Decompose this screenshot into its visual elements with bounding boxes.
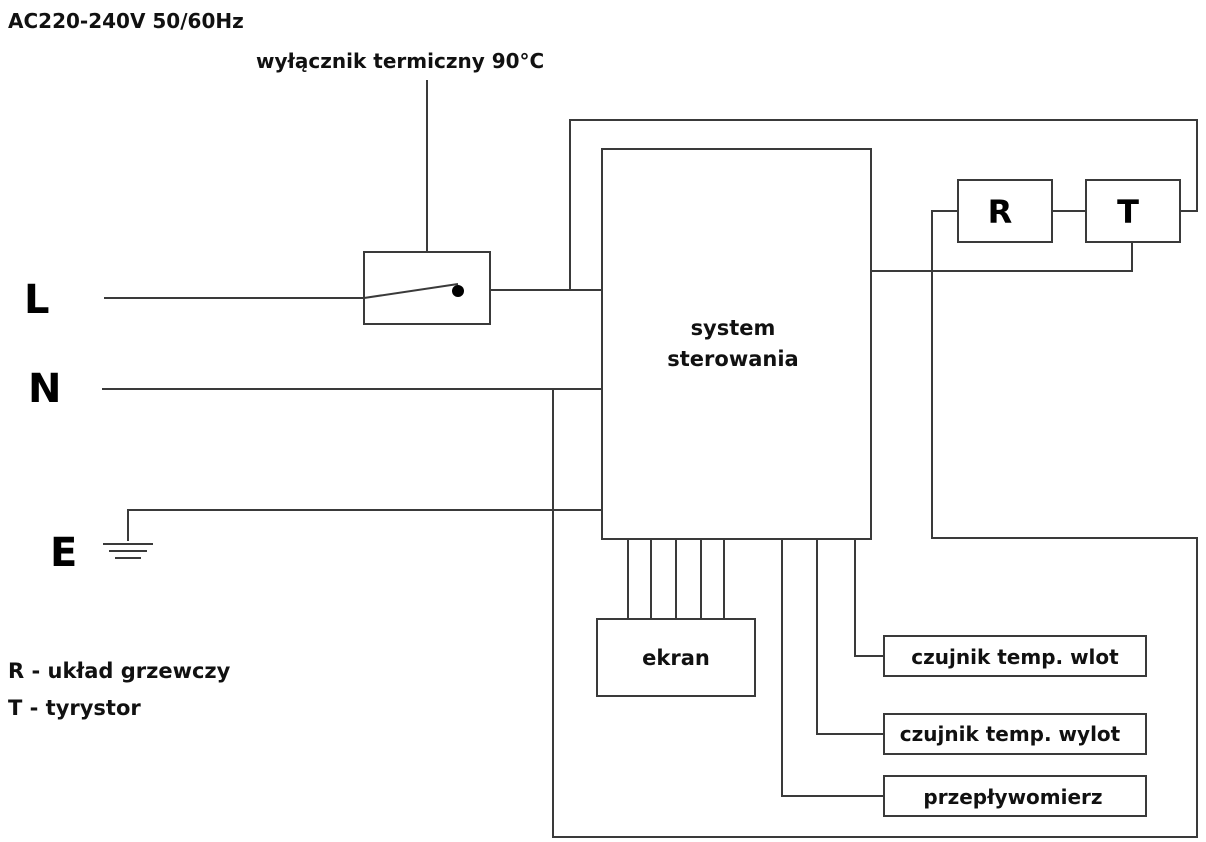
- switch-contact: [363, 283, 459, 299]
- top-loop-wire: [569, 119, 1198, 290]
- supply-label: AC220-240V 50/60Hz: [8, 9, 244, 33]
- display-box: [596, 618, 756, 697]
- legend-thyristor: T - tyrystor: [8, 696, 141, 720]
- ground-icon: [103, 543, 153, 559]
- thermal-switch-label: wyłącznik termiczny 90°C: [256, 49, 544, 73]
- display-bus-wires: [627, 539, 725, 619]
- inlet-sensor-box: [883, 635, 1147, 677]
- controller-label-line2: sterowania: [667, 347, 798, 371]
- outlet-sensor-label: czujnik temp. wylot: [900, 722, 1121, 746]
- controller-box: [601, 148, 872, 540]
- heater-label: R: [988, 193, 1013, 231]
- outlet-sensor-wire: [816, 539, 884, 735]
- flow-sensor-label: przepływomierz: [923, 785, 1102, 809]
- switch-contact-dot: [452, 285, 464, 297]
- bottom-loop-wire: [552, 210, 1198, 838]
- controller-to-thyristor-wire: [871, 242, 1133, 272]
- thyristor-box: [1085, 179, 1181, 243]
- terminal-l-label: L: [24, 277, 50, 323]
- thyristor-label: T: [1117, 193, 1139, 231]
- controller-label-line1: system: [691, 316, 776, 340]
- display-label: ekran: [642, 646, 710, 670]
- flow-sensor-box: [883, 775, 1147, 817]
- legend-heater: R - układ grzewczy: [8, 659, 231, 683]
- inlet-sensor-label: czujnik temp. wlot: [911, 645, 1119, 669]
- inlet-sensor-wire: [854, 539, 884, 657]
- terminal-e-label: E: [50, 530, 77, 576]
- flow-sensor-wire: [781, 539, 884, 797]
- outlet-sensor-box: [883, 713, 1147, 755]
- line-e-wire: [127, 509, 602, 541]
- heater-box: [957, 179, 1053, 243]
- terminal-n-label: N: [28, 366, 61, 412]
